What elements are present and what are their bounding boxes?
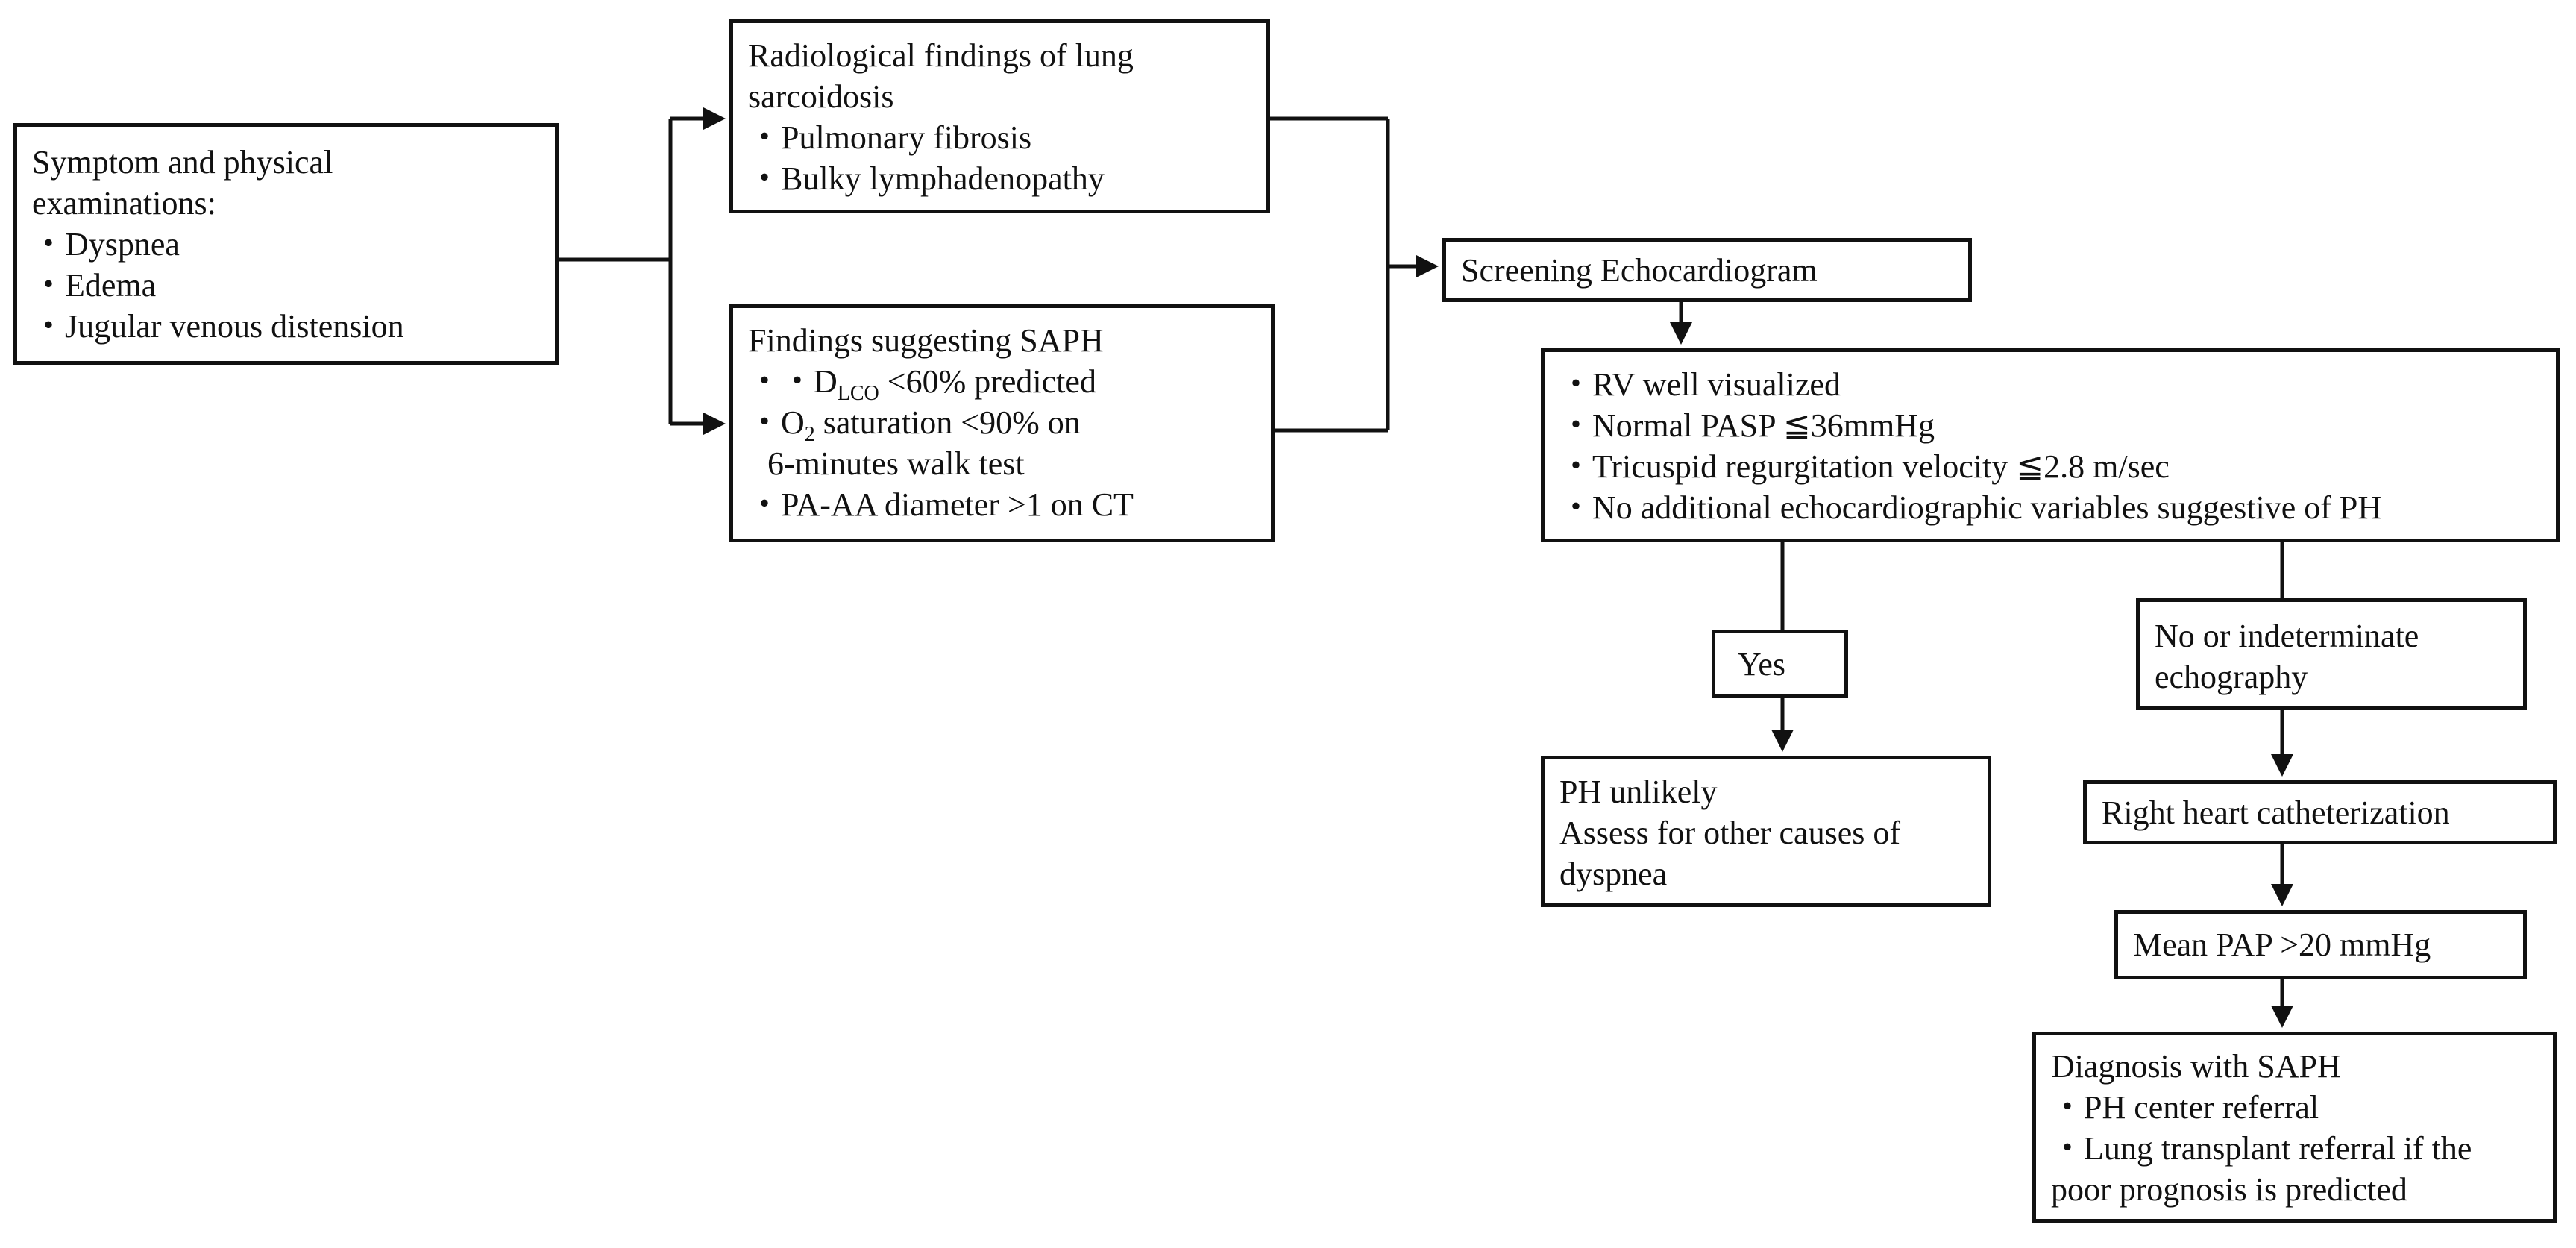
radiological-item: ・Bulky lymphadenopathy — [748, 160, 1105, 197]
ph-unlikely-line: dyspnea — [1559, 856, 1668, 892]
symptoms-title-line: examinations: — [32, 185, 216, 222]
screening-box: Screening Echocardiogram — [1442, 238, 1972, 302]
diagnosis-item: poor prognosis is predicted — [2051, 1171, 2407, 1208]
pa-aa-item: ・PA-AA diameter >1 on CT — [748, 486, 1134, 523]
saph-findings-box: Findings suggesting SAPH ・・DLCO <60% pre… — [729, 304, 1275, 542]
dlco-text: <60% predicted — [879, 363, 1096, 400]
connector-symptoms-split — [559, 119, 673, 424]
symptoms-item: ・Dyspnea — [32, 226, 180, 263]
mean-pap-label: Mean PAP >20 mmHg — [2133, 926, 2431, 963]
symptoms-item: ・Edema — [32, 267, 157, 304]
radiological-title-line: Radiological findings of lung — [748, 37, 1134, 74]
criteria-box: ・RV well visualized ・Normal PASP ≦36mmHg… — [1541, 348, 2560, 542]
ph-unlikely-box: PH unlikely Assess for other causes of d… — [1541, 756, 1991, 907]
symptoms-title-line: Symptom and physical — [32, 144, 333, 181]
radiological-item: ・Pulmonary fibrosis — [748, 119, 1032, 156]
yes-box: Yes — [1712, 630, 1848, 698]
criteria-item: ・Tricuspid regurgitation velocity ≦2.8 m… — [1559, 448, 2170, 485]
rhc-label: Right heart catheterization — [2102, 794, 2450, 831]
diagnosis-box: Diagnosis with SAPH ・PH center referral … — [2032, 1032, 2557, 1223]
o2-text: saturation <90% on — [814, 404, 1081, 441]
yes-label: Yes — [1738, 645, 1786, 683]
o2-item: ・O2 saturation <90% on — [748, 402, 1256, 446]
saph-findings-title: Findings suggesting SAPH — [748, 322, 1104, 359]
no-indeterminate-line: echography — [2155, 659, 2308, 695]
symptoms-item: ・Jugular venous distension — [32, 308, 404, 345]
no-indeterminate-box: No or indeterminate echography — [2136, 598, 2527, 710]
no-indeterminate-line: No or indeterminate — [2155, 618, 2419, 654]
radiological-box: Radiological findings of lung sarcoidosi… — [729, 19, 1270, 213]
radiological-title-line: sarcoidosis — [748, 78, 894, 115]
connector-merge — [1270, 116, 1390, 433]
o2-item-continuation: 6-minutes walk test — [767, 445, 1025, 482]
o2-subscript: 2 — [804, 422, 815, 446]
o2-prefix: ・O — [748, 404, 805, 441]
ph-unlikely-line: PH unlikely — [1559, 774, 1718, 810]
mean-pap-box: Mean PAP >20 mmHg — [2114, 910, 2527, 979]
diagnosis-item: ・PH center referral — [2051, 1089, 2319, 1126]
screening-label: Screening Echocardiogram — [1461, 251, 1818, 289]
diagnosis-title: Diagnosis with SAPH — [2051, 1048, 2341, 1085]
ph-unlikely-line: Assess for other causes of — [1559, 815, 1900, 851]
dlco-item: ・・DLCO <60% predicted — [748, 361, 1256, 405]
symptoms-box: Symptom and physical examinations: ・Dysp… — [13, 123, 559, 365]
dlco-subscript: LCO — [837, 381, 879, 405]
criteria-item: ・Normal PASP ≦36mmHg — [1559, 407, 1935, 444]
rhc-box: Right heart catheterization — [2083, 780, 2557, 844]
diagnosis-item: ・Lung transplant referral if the — [2051, 1130, 2472, 1167]
dlco-prefix: ・・D — [748, 363, 838, 400]
criteria-item: ・RV well visualized — [1559, 366, 1841, 403]
criteria-item: ・No additional echocardiographic variabl… — [1559, 489, 2382, 526]
